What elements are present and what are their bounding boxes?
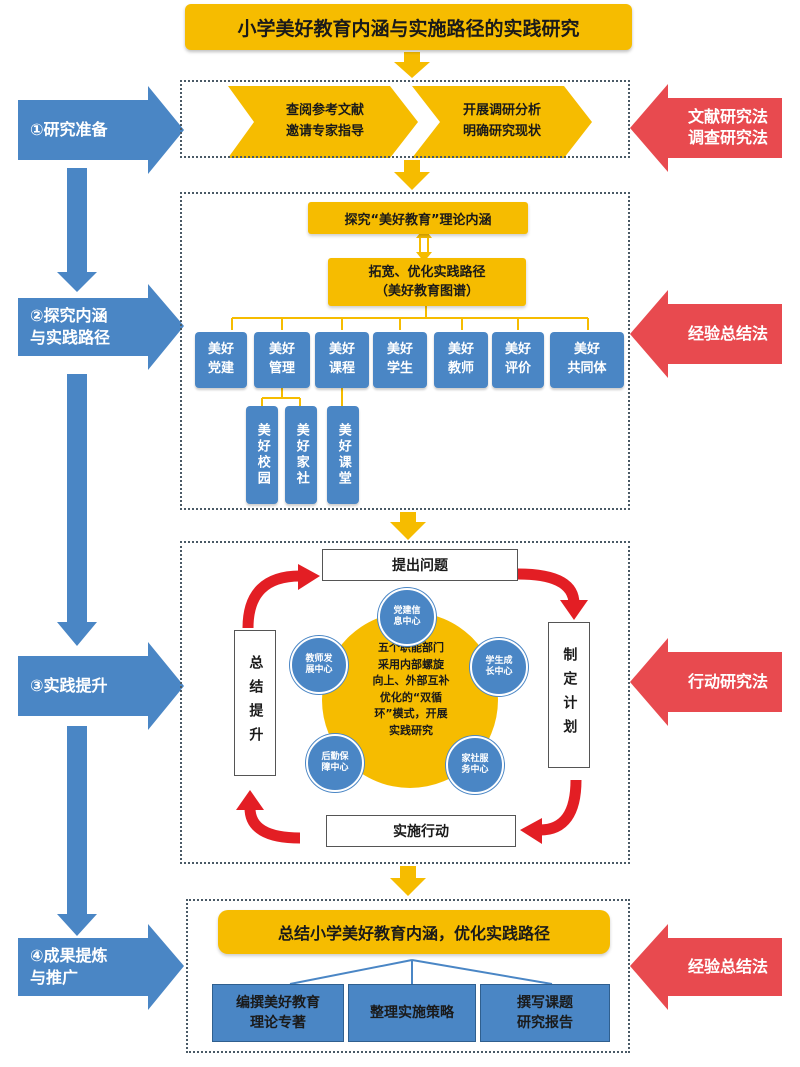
cycle-bottom-box: 实施行动 (326, 815, 516, 847)
cycle-top-box: 提出问题 (322, 549, 518, 581)
flow-arrow-1 (394, 52, 430, 78)
stage2-container (180, 192, 630, 510)
stage4-connectors (289, 959, 553, 985)
chevron-survey: 开展调研分析 明确研究现状 (462, 103, 541, 139)
stage-down-arrow-2 (57, 374, 97, 646)
outcome-monograph: 编撰美好教育 理论专著 (212, 984, 344, 1042)
stage2-connectors (231, 234, 589, 406)
flow-arrow-3 (390, 512, 426, 540)
cycle-left-box: 总结提升 (234, 630, 276, 776)
page-title: 小学美好教育内涵与实施路径的实践研究 (185, 4, 632, 50)
stage-arrow-shapes (18, 86, 184, 1010)
method-arrow-shapes (630, 84, 782, 1010)
method-label-3: 行动研究法 (687, 671, 768, 691)
chevron-shapes (228, 86, 592, 158)
item-party: 美好 党建 (195, 332, 247, 388)
item-students: 美好 学生 (373, 332, 427, 388)
flow-arrow-2 (394, 160, 430, 190)
stage-label-text: ③实践提升 (30, 676, 108, 696)
stage-label-1: ①研究准备 (18, 100, 158, 160)
outcome-strategies: 整理实施策略 (348, 984, 476, 1042)
item-curriculum: 美好 课程 (315, 332, 369, 388)
dept-logistics: 后勤保 障中心 (306, 734, 364, 792)
item-teachers: 美好 教师 (434, 332, 488, 388)
dept-student-growth: 学生成 长中心 (470, 638, 528, 696)
outcome-report: 撰写课题 研究报告 (480, 984, 610, 1042)
item-community: 美好 共同体 (550, 332, 624, 388)
stage2-middle-box: 拓宽、优化实践路径 （美好教育图谱） (328, 258, 526, 306)
stage2-top-box: 探究“美好教育”理论内涵 (308, 202, 528, 234)
stage-label-2: ②探究内涵 与实践路径 (30, 306, 111, 347)
flow-arrow-4 (390, 866, 426, 896)
stage-down-arrow-3 (57, 726, 97, 936)
stage1-container (180, 80, 630, 158)
stage-label-4: ④成果提炼 与推广 (30, 946, 108, 987)
method-label-1: 文献研究法 调查研究法 (687, 107, 768, 147)
cycle-arrows (242, 568, 582, 844)
item-management: 美好 管理 (254, 332, 310, 388)
stage4-summary-box: 总结小学美好教育内涵，优化实践路径 (218, 910, 610, 954)
subitem-campus: 美好校园 (246, 406, 278, 504)
dept-party-info: 党建信 息中心 (378, 588, 436, 646)
flow-arrows (390, 52, 430, 896)
stage3-container (180, 541, 630, 864)
subitem-home-community: 美好家社 (285, 406, 317, 504)
method-label-2: 经验总结法 (687, 323, 768, 343)
stage-label-3: ③实践提升 (18, 656, 158, 716)
dept-home-community: 家社服 务中心 (446, 736, 504, 794)
center-description: 五个职能部门 采用内部螺旋 向上、外部互补 优化的“双循 环”模式，开展 实践研… (372, 641, 450, 737)
stage-down-arrows (57, 168, 97, 936)
subitem-classroom: 美好课堂 (327, 406, 359, 504)
dept-teacher-development: 教师发 展中心 (290, 636, 348, 694)
cycle-right-box: 制定计划 (548, 622, 590, 768)
chevron-literature: 查阅参考文献 邀请专家指导 (285, 103, 364, 139)
stage4-container (186, 899, 630, 1053)
item-evaluation: 美好 评价 (492, 332, 544, 388)
stage-label-text: ①研究准备 (30, 120, 108, 140)
method-label-4: 经验总结法 (687, 956, 768, 976)
stage-down-arrow-1 (57, 168, 97, 292)
